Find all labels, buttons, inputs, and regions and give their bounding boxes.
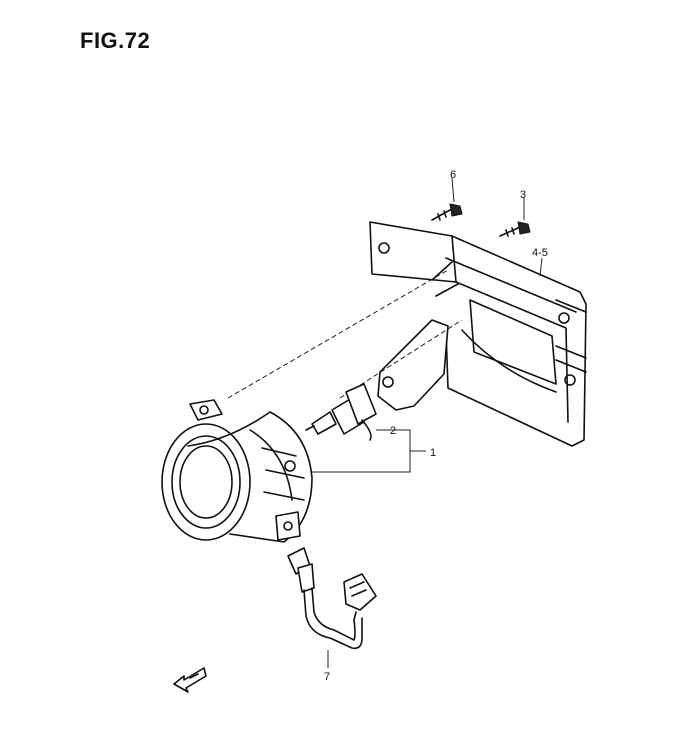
fog-lamp-housing xyxy=(161,399,313,543)
screw-3 xyxy=(499,198,531,237)
callout-7: 7 xyxy=(324,671,330,683)
wiring-harness xyxy=(287,547,377,668)
callout-2: 2 xyxy=(390,425,396,437)
callout-6: 6 xyxy=(450,169,456,181)
fog-lamp-bulb xyxy=(305,383,377,441)
front-direction-arrow-icon xyxy=(173,667,207,693)
callout-4-5: 4-5 xyxy=(532,247,548,259)
screw-6 xyxy=(431,177,463,221)
callout-1: 1 xyxy=(430,447,436,459)
fog-lamp-bracket xyxy=(369,221,587,447)
callout-3: 3 xyxy=(520,189,526,201)
figure-title: FIG.72 xyxy=(80,28,151,53)
